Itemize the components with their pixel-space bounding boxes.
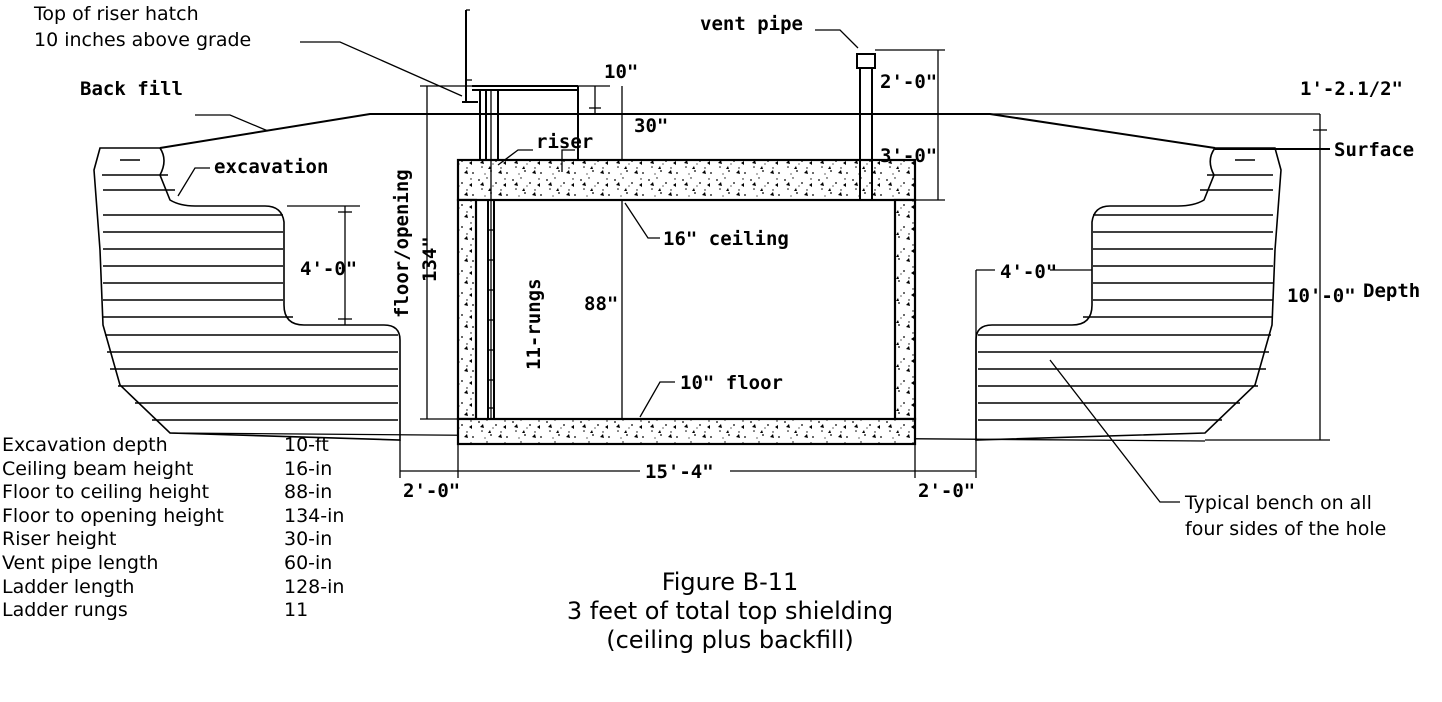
spec-value: 10-ft: [284, 434, 329, 456]
figure-caption: Figure B-11 3 feet of total top shieldin…: [520, 568, 940, 655]
caption-line-2: 3 feet of total top shielding: [566, 597, 894, 625]
spec-row: Excavation depth 10-ft: [2, 434, 344, 458]
spec-row: Floor to ceiling height 88-in: [2, 481, 344, 505]
dimension-lines: [287, 49, 1330, 478]
label-rungs: 11-rungs: [523, 278, 545, 370]
dim-vent-3ft: 3'-0": [880, 145, 937, 167]
dim-clear-right: 2'-0": [918, 480, 975, 502]
label-back-fill: Back fill: [80, 78, 183, 100]
label-riser: riser: [536, 131, 593, 153]
spec-row: Ladder rungs 11: [2, 599, 344, 623]
spec-row: Ceiling beam height 16-in: [2, 458, 344, 482]
spec-value: 11: [284, 599, 309, 622]
shelter-box: [456, 158, 917, 446]
spec-label: Floor to ceiling height: [2, 481, 210, 504]
dim-room-88: 88": [584, 293, 618, 315]
label-top-riser-line1: Top of riser hatch: [33, 3, 199, 25]
dim-width-15ft: 15'-4": [645, 461, 714, 483]
spec-label: Riser height: [2, 528, 117, 551]
caption-line-3: (ceiling plus backfill): [606, 626, 854, 654]
riser-assembly: [462, 9, 579, 419]
left-wall: [456, 198, 478, 421]
label-bench-line2: four sides of the hole: [1185, 518, 1386, 540]
label-surface: Surface: [1334, 139, 1414, 161]
spec-value: 134-in: [284, 504, 345, 527]
soil-right: [975, 147, 1282, 441]
spec-label: Vent pipe length: [2, 551, 159, 574]
spec-label: Ladder rungs: [2, 599, 128, 622]
label-excavation: excavation: [214, 156, 328, 178]
dim-depth-10ft: 10'-0": [1287, 285, 1356, 307]
label-bench-line1: Typical bench on all: [1184, 492, 1372, 514]
soil-left: [93, 147, 401, 441]
spec-row: Vent pipe length 60-in: [2, 552, 344, 576]
spec-value: 88-in: [284, 481, 333, 504]
spec-row: Ladder length 128-in: [2, 576, 344, 600]
dim-bench-left: 4'-0": [300, 258, 357, 280]
label-floor-opening: floor/opening: [391, 169, 413, 318]
caption-line-1: Figure B-11: [661, 568, 799, 596]
dim-hatch-10: 10": [604, 61, 638, 83]
label-vent-pipe: vent pipe: [700, 13, 803, 35]
spec-label: Ceiling beam height: [2, 457, 194, 480]
ceiling-slab: [456, 158, 917, 202]
dim-riser-30: 30": [634, 115, 668, 137]
spec-value: 30-in: [284, 528, 333, 551]
label-depth: Depth: [1363, 280, 1420, 302]
label-top-riser-line2: 10 inches above grade: [34, 29, 251, 51]
specification-table: Excavation depth 10-ft Ceiling beam heig…: [2, 434, 344, 623]
spec-value: 60-in: [284, 551, 333, 574]
dim-clear-left: 2'-0": [403, 480, 460, 502]
spec-label: Ladder length: [2, 575, 135, 598]
spec-label: Excavation depth: [2, 434, 168, 456]
leader-lines: [177, 41, 1180, 503]
spec-value: 128-in: [284, 575, 345, 598]
spec-row: Floor to opening height 134-in: [2, 505, 344, 529]
label-ceiling: 16" ceiling: [663, 228, 789, 250]
spec-value: 16-in: [284, 457, 333, 480]
dim-vent-2ft: 2'-0": [880, 71, 937, 93]
dim-right-top: 1'-2.1/2": [1300, 78, 1403, 100]
spec-label: Floor to opening height: [2, 504, 224, 527]
label-floor: 10" floor: [680, 372, 783, 394]
vent-pipe: [815, 29, 882, 201]
dim-bench-right: 4'-0": [1000, 261, 1057, 283]
spec-row: Riser height 30-in: [2, 528, 344, 552]
floor-slab: [456, 417, 917, 446]
dim-opening-134: 134": [419, 236, 441, 282]
right-wall: [893, 198, 917, 421]
